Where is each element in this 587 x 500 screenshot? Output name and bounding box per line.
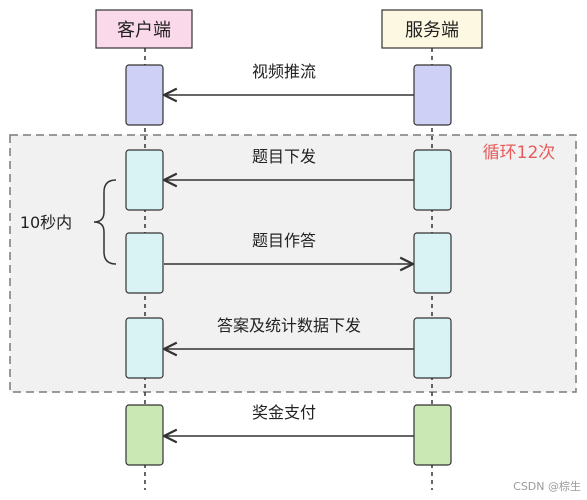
client-activation-video — [125, 64, 164, 126]
watermark: CSDN @棕生 — [513, 480, 581, 493]
client-activation-answer-stats — [125, 317, 164, 379]
client-activation-question-answer — [125, 232, 164, 294]
message-label-question-answer: 题目作答 — [252, 231, 316, 250]
server-activation-question-answer — [413, 232, 452, 294]
message-label-prize-pay: 奖金支付 — [252, 403, 316, 422]
message-label-question-send: 题目下发 — [252, 147, 316, 166]
brace-label: 10秒内 — [20, 213, 72, 232]
server-participant-box — [381, 9, 483, 49]
client-activation-question-send — [125, 149, 164, 211]
client-participant-box — [95, 9, 193, 49]
server-participant-label: 服务端 — [405, 20, 459, 41]
server-activation-answer-stats — [413, 317, 452, 379]
server-activation-question-send — [413, 149, 452, 211]
message-label-video-push: 视频推流 — [252, 62, 316, 81]
server-activation-prize — [413, 404, 452, 466]
brace-shape — [93, 179, 117, 265]
message-label-answer-stats: 答案及统计数据下发 — [217, 316, 361, 335]
loop-label: 循环12次 — [483, 143, 556, 163]
server-activation-video — [413, 64, 452, 126]
client-participant-label: 客户端 — [117, 20, 171, 41]
client-activation-prize — [125, 404, 164, 466]
